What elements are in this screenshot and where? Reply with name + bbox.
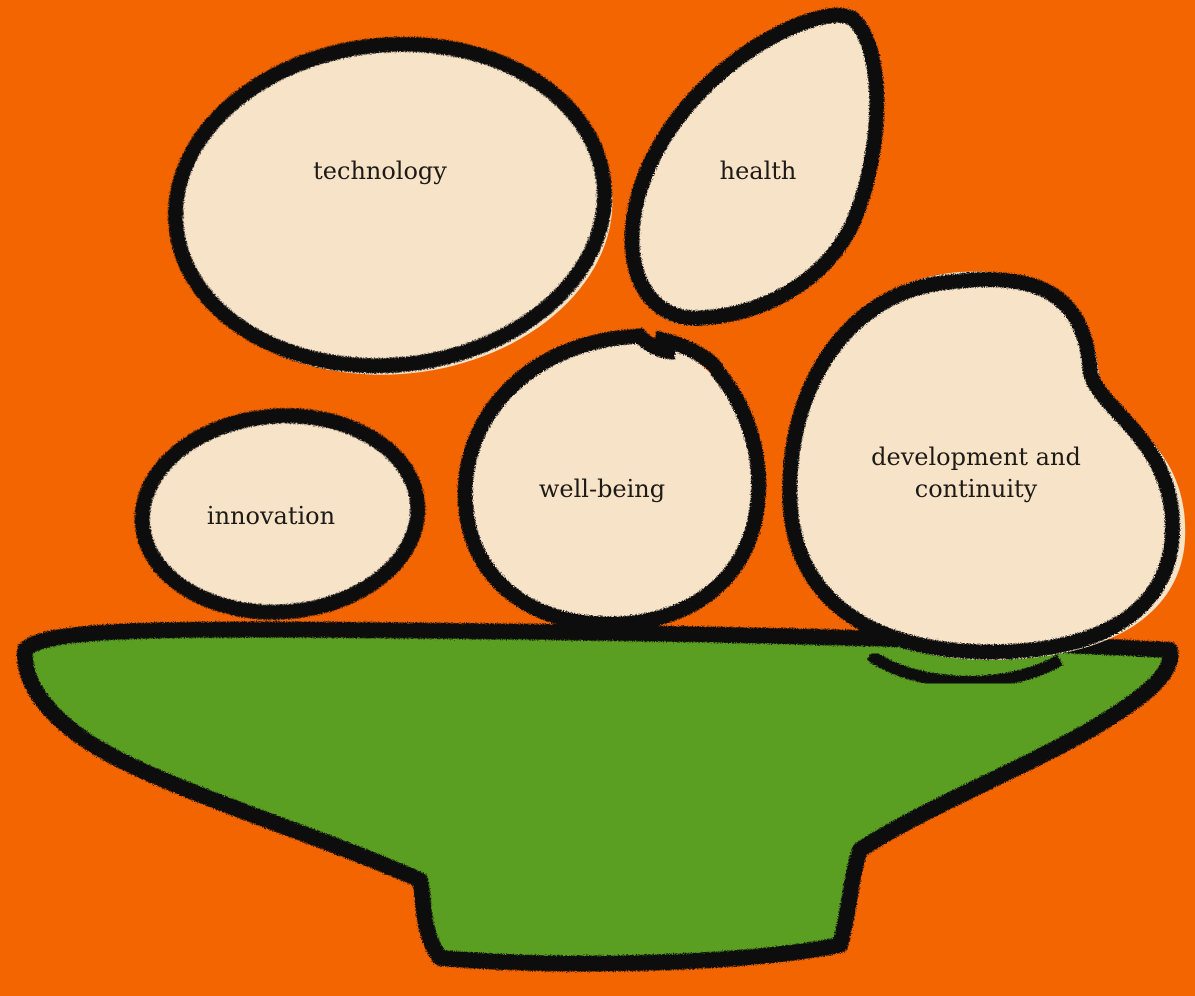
stone-label-well-being: well-being bbox=[538, 475, 666, 503]
stone-health bbox=[624, 7, 885, 326]
stone-label-development-and-continuity: development and continuity bbox=[861, 441, 1091, 505]
stone-label-innovation: innovation bbox=[206, 502, 336, 530]
stone-label-technology: technology bbox=[313, 157, 447, 185]
stone-label-health: health bbox=[719, 157, 797, 185]
stone-innovation bbox=[134, 408, 426, 620]
stone-well-being bbox=[457, 328, 767, 632]
stone-label-development-line1: development and bbox=[871, 443, 1081, 471]
stone-development-and-continuity bbox=[782, 271, 1186, 688]
stone-label-development-line2: continuity bbox=[914, 475, 1038, 503]
bowl-fill bbox=[24, 629, 1171, 964]
bowl-shape bbox=[16, 621, 1179, 972]
stone-technology bbox=[168, 36, 613, 375]
bowl-outline bbox=[16, 621, 1179, 972]
